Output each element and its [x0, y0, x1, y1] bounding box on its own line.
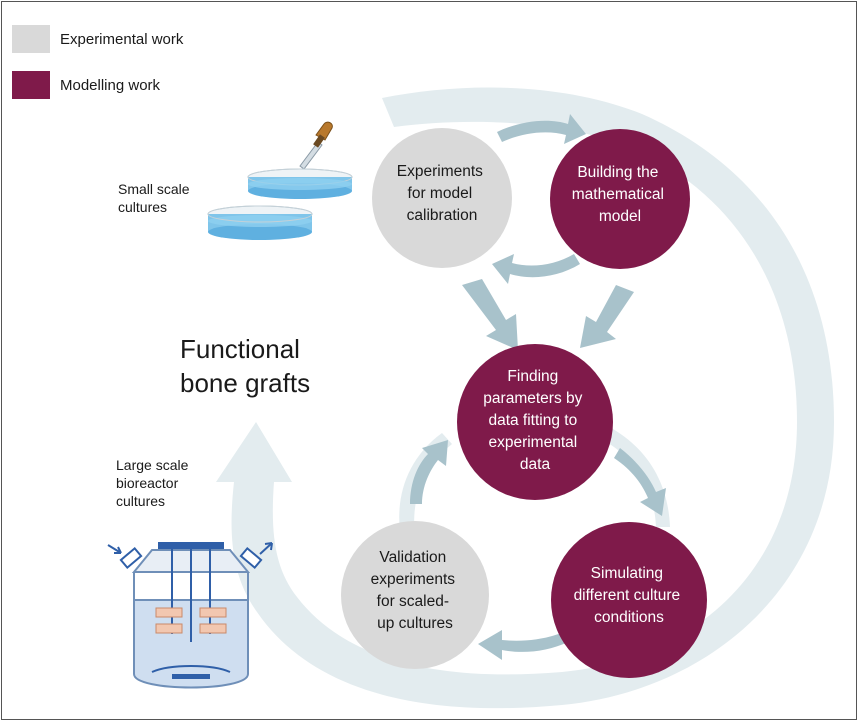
legend-swatch-modelling: [12, 71, 50, 99]
node-building-line-3: model: [599, 208, 641, 225]
node-validation-line-2: experiments: [371, 571, 456, 588]
node-experiments-line-2: for model: [408, 185, 473, 202]
node-validation-line-1: Validation: [379, 549, 446, 566]
node-validation: Validation experiments for scaled- up cu…: [341, 521, 489, 669]
svg-text:Experiments for model: Experiments for model calibration: [397, 163, 487, 224]
node-simulating: Simulating different culture conditions: [551, 522, 707, 678]
node-experiments-line-3: calibration: [407, 207, 478, 224]
legend-experimental: Experimental work: [12, 25, 183, 53]
arrow-validation-to-finding: [410, 440, 448, 504]
node-simulating-line-1: Simulating: [591, 565, 663, 582]
large-scale-label: Large scale bioreactor cultures: [116, 457, 189, 509]
inner-cycle-ring: [399, 433, 452, 542]
arrow-experiments-to-building: [497, 114, 586, 144]
node-experiments-line-1: Experiments: [397, 163, 483, 180]
node-building: Building the mathematical model: [550, 129, 690, 269]
arrow-finding-to-simulating: [614, 448, 666, 516]
svg-text:Validation experiments: Validation experiments for scaled- up cu…: [371, 549, 460, 632]
node-building-line-1: Building the: [577, 164, 658, 181]
arrow-building-to-finding: [580, 285, 634, 348]
legend-label-modelling: Modelling work: [60, 76, 161, 94]
node-validation-line-4: up cultures: [377, 615, 453, 632]
node-finding-line-1: Finding: [507, 368, 558, 385]
node-finding-line-5: data: [520, 456, 551, 473]
node-finding-line-2: parameters by: [483, 390, 582, 407]
petri-dish-icon-2: [207, 205, 313, 240]
node-finding-line-3: data fitting to: [488, 412, 577, 429]
node-simulating-line-3: conditions: [594, 609, 664, 626]
bioreactor-icon: [107, 542, 273, 689]
arrow-experiments-to-finding: [462, 279, 518, 350]
node-experiments: Experiments for model calibration: [372, 128, 512, 268]
legend-label-experimental: Experimental work: [60, 30, 184, 48]
svg-text:Finding parameters by: Finding parameters by data fitting to ex…: [483, 368, 586, 473]
node-simulating-line-2: different culture: [574, 587, 681, 604]
small-scale-label: Small scale cultures: [118, 181, 190, 215]
arrow-simulating-to-validation: [478, 630, 568, 660]
node-finding-line-4: experimental: [488, 434, 577, 451]
node-finding: Finding parameters by data fitting to ex…: [457, 344, 613, 500]
legend-modelling: Modelling work: [12, 71, 160, 99]
legend-swatch-experimental: [12, 25, 50, 53]
svg-text:Simulating different c: Simulating different culture conditions: [574, 565, 685, 626]
diagram-title: Functional bone grafts: [180, 334, 311, 398]
node-validation-line-3: for scaled-: [377, 593, 449, 610]
arrow-building-to-experiments: [492, 254, 580, 284]
svg-text:Building the mathemati: Building the mathematical model: [572, 164, 669, 225]
petri-dish-icon: [247, 168, 353, 199]
node-building-line-2: mathematical: [572, 186, 664, 203]
pipette-icon: [299, 121, 333, 170]
